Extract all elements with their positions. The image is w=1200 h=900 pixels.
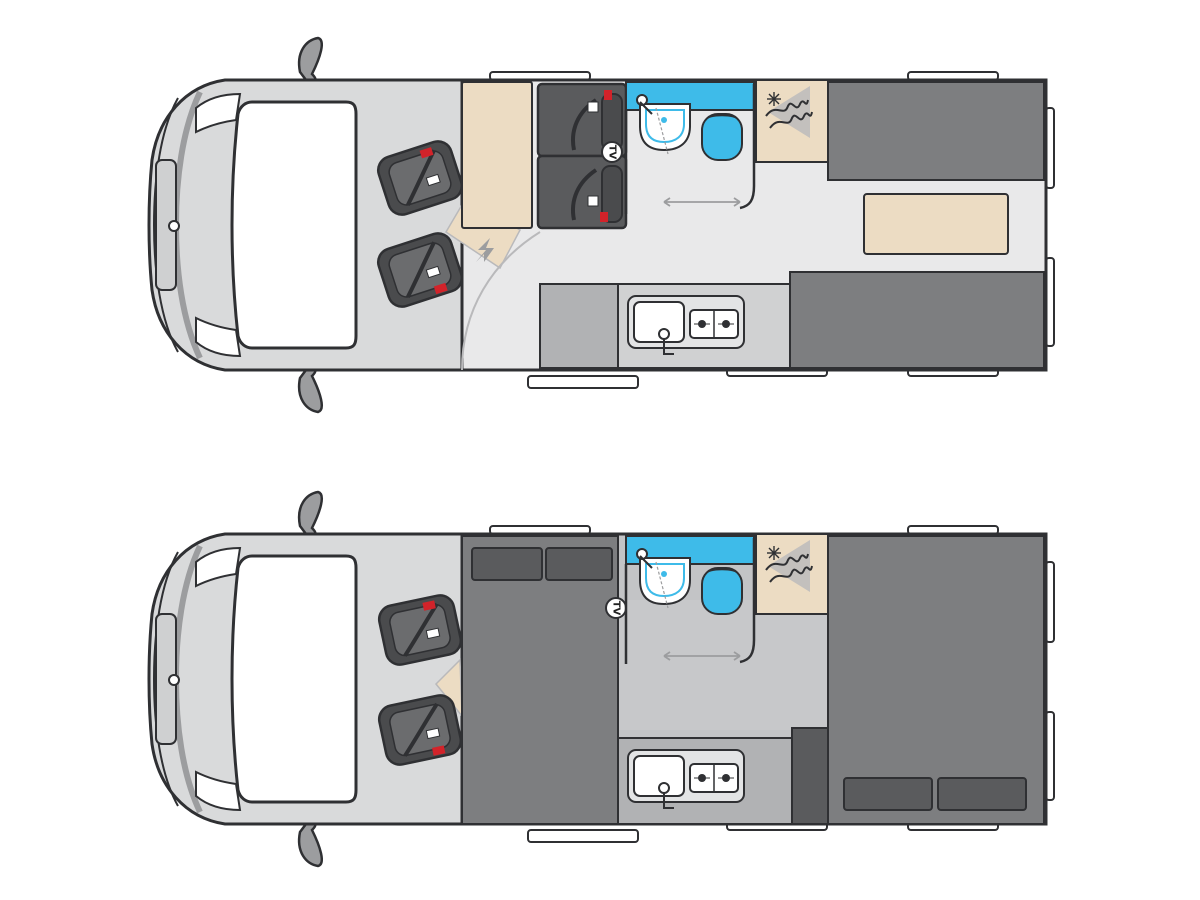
windscreen [230,554,358,804]
floorplan-day: TV TV [147,36,1055,414]
toilet-icon [701,567,743,615]
front-table [461,81,533,229]
seat-icon [377,594,463,666]
hob-icon [689,309,739,339]
sink-icon [633,755,685,809]
mirror-right [297,822,323,868]
rear-lounge-lower [789,271,1045,369]
snowflake-icon [767,92,781,106]
washroom-walls [624,538,756,664]
tv-label: TV [607,145,618,160]
mirror-left [297,36,323,82]
sink-icon [636,548,691,609]
tv-icon: TV [601,141,623,163]
rear-bed-pillow-2 [937,777,1027,811]
badge [168,220,180,232]
seat-icon [376,232,464,308]
sink-icon [636,94,691,155]
mirror-right [297,368,323,414]
slide-arrow [663,197,741,207]
seat-icon [377,694,463,766]
washroom-walls [624,84,756,214]
toilet-icon [701,113,743,161]
rear-seat-back-lower [601,165,623,223]
rear-table [863,193,1009,255]
entry-step [527,375,639,389]
fridge-icon [765,86,813,138]
rear-bed-step [791,727,829,825]
rear-bed-pillow-1 [843,777,933,811]
hob-icon [689,763,739,793]
front-bed-pillow-2 [545,547,613,581]
bumper [152,551,179,807]
sink-icon [633,301,685,355]
floorplan-night: TV TV [147,490,1055,868]
tv-label: TV [611,601,622,616]
front-bed-pillow-1 [471,547,543,581]
arrow-icon [476,238,494,262]
seat-icon [376,140,464,216]
badge [168,674,180,686]
bumper [152,97,179,353]
aisle-floor [618,600,828,730]
slide-arrow [663,651,741,661]
windscreen [230,100,358,350]
entry-step [527,829,639,843]
rear-bed [827,535,1045,825]
front-bed [461,535,619,825]
mirror-left [297,490,323,536]
tv-icon: TV [605,597,627,619]
snowflake-icon [767,546,781,560]
rear-lounge-upper [827,81,1045,181]
fridge-icon [765,540,813,592]
kitchen-cabinet [539,283,619,369]
door-arc [461,231,541,371]
